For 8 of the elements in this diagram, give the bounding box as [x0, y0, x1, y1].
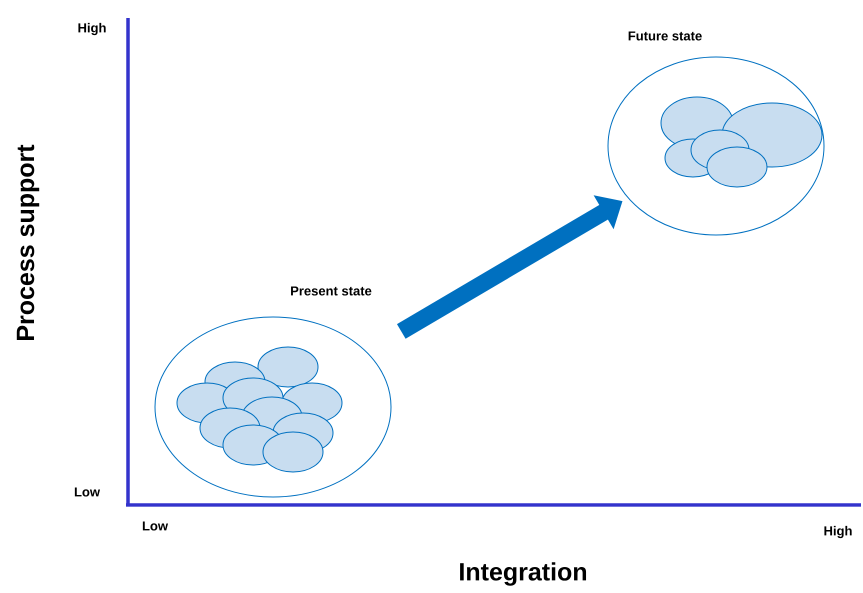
- axis-label: Low: [142, 521, 168, 531]
- axis-label: Low: [74, 487, 100, 497]
- node-label: Future state: [628, 31, 702, 41]
- axis-label: High: [78, 22, 106, 36]
- node-label: Present state: [291, 286, 372, 296]
- axis-title: Integration: [460, 562, 586, 586]
- axis-title: Process support: [16, 144, 40, 340]
- axis-label: High: [824, 526, 852, 538]
